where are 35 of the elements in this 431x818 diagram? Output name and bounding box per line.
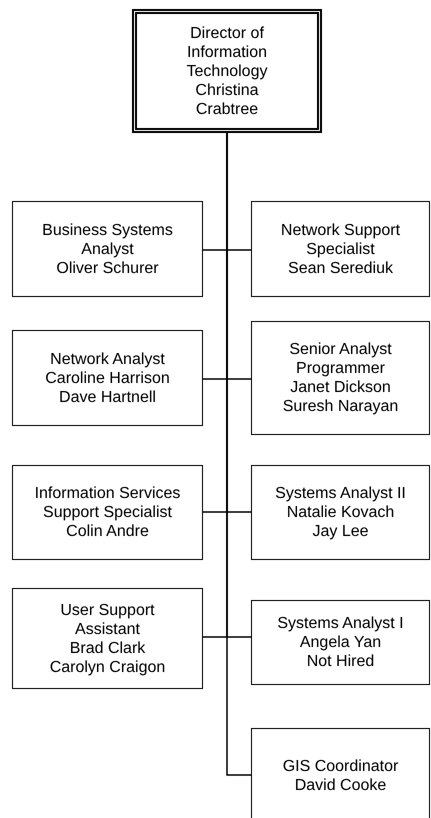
director-box	[132, 9, 322, 133]
position-box	[12, 588, 203, 689]
person-name: David Cooke	[294, 776, 386, 795]
person-name: Oliver Schurer	[56, 258, 159, 278]
position-box	[251, 465, 430, 560]
job-title: Systems Analyst I	[277, 614, 404, 633]
position-box	[12, 330, 203, 426]
person-name: Suresh Narayan	[282, 397, 398, 416]
person-name: Carolyn Craigon	[50, 658, 166, 676]
job-title: Network Support Specialist	[280, 220, 402, 258]
position-box	[251, 201, 430, 297]
person-name: Colin Andre	[66, 522, 149, 541]
position-box	[251, 728, 430, 818]
person-name: Jay Lee	[312, 522, 369, 541]
person-name: Angela Yan	[300, 633, 382, 652]
job-title: GIS Coordinator	[282, 757, 398, 776]
job-title: Network Analyst	[50, 350, 165, 368]
job-title: Director of Information Technology	[186, 24, 268, 80]
person-name: Christina Crabtree	[194, 80, 260, 118]
person-name: Dave Hartnell	[59, 388, 156, 406]
position-box	[12, 465, 203, 560]
job-title: Business Systems Analyst	[41, 220, 174, 258]
job-title: User Support Assistant	[59, 600, 156, 638]
person-name: Caroline Harrison	[45, 368, 170, 388]
person-name: Natalie Kovach	[286, 503, 394, 522]
job-title: Systems Analyst II	[275, 484, 406, 503]
person-name: Not Hired	[306, 652, 374, 671]
person-name: Janet Dickson	[290, 378, 391, 397]
position-box	[251, 600, 430, 685]
position-box	[251, 321, 430, 435]
person-name: Brad Clark	[70, 638, 146, 658]
position-box	[12, 201, 203, 297]
person-name: Sean Serediuk	[288, 258, 393, 278]
job-title: Senior Analyst Programmer	[288, 340, 393, 378]
job-title: Information Services Support Specialist	[34, 484, 182, 522]
